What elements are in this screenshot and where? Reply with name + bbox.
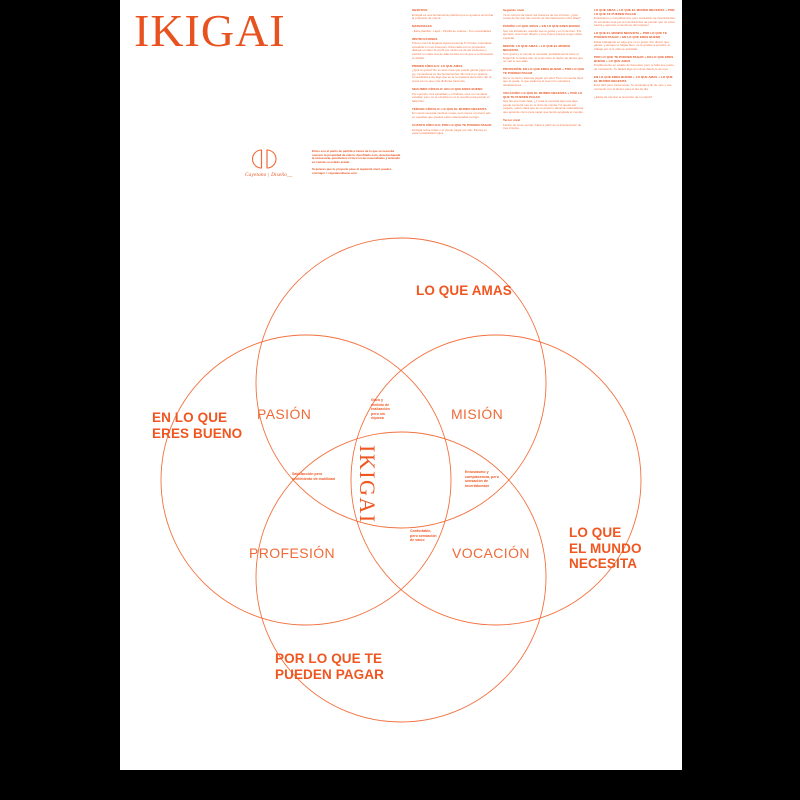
venn-outer-label-lo-que-amas: LO QUE AMAS	[416, 283, 512, 298]
text-block: POR LO QUE TE PUEDEN PAGAR + EN LO QUE E…	[594, 54, 676, 71]
venn-inner-label-profesion: PROFESIÓN	[249, 545, 336, 561]
block-heading: TERCER CÍRCULO: LO QUE EL MUNDO NECESITA	[412, 106, 487, 111]
block-body: Si le gusta y el mundo lo necesita, prob…	[503, 52, 583, 64]
venn-circles	[160, 237, 642, 723]
circle-lo-que-el-mundo-necesita	[350, 334, 642, 626]
block-body: Facirlo de crear escoar. Clara a parlir …	[503, 122, 582, 131]
brand-note: Estos son el punto de partida a traves d…	[312, 149, 401, 164]
block-heading: MISIÓN: LO QUE AMAS + LO QUE EL MUNDO NE…	[503, 43, 571, 52]
ikigai-venn-diagram: LO QUE AMAS EN LO QUE ERES BUENO LO QUE …	[120, 195, 682, 770]
text-block: MATERIALES - Esta plantilla - Lápiz - Pi…	[412, 24, 494, 33]
text-column: OBJETIVO El ikigai es una herramienta pr…	[412, 8, 494, 140]
circle-por-lo-que-te-pueden-pagar	[255, 431, 547, 723]
block-heading: MATERIALES	[412, 24, 432, 29]
block-heading: EN LO QUE ERES BUENO + LO QUE AMAS + LO …	[594, 74, 673, 83]
block-body: ¿Estas de intentar el propósito de tu ma…	[594, 94, 653, 99]
text-block: INSTRUCCIONES Primer nivel Si llegaras l…	[412, 36, 494, 60]
text-block: CUARTO CÍRCULO: POR LO QUE TE PUEDEN PAG…	[412, 123, 494, 136]
cd-monogram-icon	[251, 149, 277, 169]
text-block: TERCER CÍRCULO: LO QUE EL MUNDO NECESITA…	[412, 106, 494, 120]
block-heading: Segundo nivel	[503, 8, 525, 12]
text-block: PRIMER CÍRCULO: LO QUE AMAS ¿Qué te gust…	[412, 63, 494, 84]
block-body: El mundo necesita muchas cosas, pero tie…	[412, 111, 491, 119]
block-body: Posiblemente en estado de bienestar, per…	[594, 63, 674, 71]
text-block: VOCACIÓN: LO QUE EL MUNDO NECESITA + POR…	[503, 90, 585, 115]
venn-center-label: IKIGAI	[355, 445, 380, 524]
circle-en-lo-que-eres-bueno	[160, 334, 452, 626]
brand-note: Si quieres que tu proyecto pase al sigui…	[312, 167, 392, 175]
text-block: ¿Estas de intentar el propósito de tu ma…	[594, 94, 676, 100]
instruction-columns: OBJETIVO El ikigai es una herramienta pr…	[412, 8, 678, 140]
text-block: OBJETIVO El ikigai es una herramienta pr…	[412, 8, 494, 21]
block-heading: POR LO QUE TE PUEDEN PAGAR + EN LO QUE E…	[594, 54, 674, 63]
text-column: Segundo nivel Ya te compro de hacer las …	[503, 8, 585, 140]
venn-outer-label-por-lo-que-te-pueden-pagar: POR LO QUE TE PUEDEN PAGAR	[275, 651, 384, 682]
block-body: Estás trabajando en algo que no te gusta…	[594, 39, 670, 51]
venn-inner-label-mision: MISIÓN	[451, 406, 504, 422]
circle-lo-que-amas	[255, 237, 547, 529]
block-body: ¿Qué te gusta? No es ante cosa que puede…	[412, 68, 492, 84]
block-body: Primer nivel Si llegaras lógica presente…	[412, 41, 494, 60]
text-block: EN LO QUE ERES BUENO + LO QUE AMAS + LO …	[594, 74, 676, 91]
block-heading: LO QUE AMAS + LO QUE EL MUNDO NECESITA +…	[594, 8, 675, 16]
block-heading: OBJETIVO	[412, 8, 428, 12]
block-body: Por ejemplo: haz estudiado o el bellota,…	[412, 91, 490, 103]
block-body: Ha te río facil y además pagan por ello?…	[503, 75, 584, 87]
text-block: PASIÓN: LO QUE AMAS + EN LO QUE ERES BUE…	[503, 24, 585, 40]
block-heading: INSTRUCCIONES	[412, 36, 438, 41]
block-heading: SEGUNDO CÍRCULO: EN LO QUE ERES BUENO	[412, 87, 483, 92]
block-body: Entusiasmo y complacencia, pero sensació…	[594, 16, 676, 28]
block-heading: CUARTO CÍRCULO: POR LO QUE TE PUEDEN PAG…	[412, 123, 492, 128]
block-heading: PASIÓN: LO QUE AMAS + EN LO QUE ERES BUE…	[503, 24, 580, 29]
brand-notes: Estos son el punto de partida a traves d…	[312, 149, 402, 179]
page-title: IKIGAI	[134, 5, 286, 56]
text-block: PROFESIÓN: EN LO QUE ERES BUENO + POR LO…	[503, 67, 585, 87]
block-body: El ikigai sobre todas o lo puede pagar p…	[412, 127, 487, 136]
block-heading: VOCACIÓN: LO QUE EL MUNDO NECESITA + POR…	[503, 90, 583, 99]
text-block: MISIÓN: LO QUE AMAS + LO QUE EL MUNDO NE…	[503, 43, 585, 64]
venn-note-left: Satisfacción pero sentimiento de inutili…	[292, 472, 335, 481]
text-block: LO QUE AMAS + LO QUE EL MUNDO NECESITA +…	[594, 8, 676, 28]
block-body: Eres feliz pero ciertamente. Te encantas…	[594, 83, 672, 91]
venn-inner-label-pasion: PASIÓN	[257, 406, 312, 422]
text-block: LO QUE EL MUNDO NECESITA + POR LO QUE TE…	[594, 32, 676, 51]
brand-name: Cayetano | Diseño__	[245, 172, 293, 178]
venn-outer-label-en-lo-que-eres-bueno: EN LO QUE ERES BUENO	[152, 410, 243, 441]
block-heading: LO QUE EL MUNDO NECESITA + POR LO QUE TE…	[594, 31, 667, 40]
block-body: Hay las que hace falta. ¿Y está te neces…	[503, 99, 584, 114]
venn-note-right: Entusiasmo y complacencia, pero sensació…	[465, 470, 499, 488]
brand-block: Cayetano | Diseño__	[245, 148, 307, 178]
block-body: El ikigai es una herramienta práctica qu…	[412, 12, 494, 21]
text-block: Tercer nivel Facirlo de crear escoar. Cl…	[503, 118, 585, 131]
text-block: Segundo nivel Ya te compro de hacer las …	[503, 8, 585, 21]
venn-inner-label-vocacion: VOCACIÓN	[452, 545, 530, 561]
poster-page: IKIGAI Cayetano | Diseño__ Estos son el …	[120, 0, 682, 770]
text-block: SEGUNDO CÍRCULO: EN LO QUE ERES BUENO Po…	[412, 87, 494, 103]
venn-note-bottom: Confortable, pero sensación de vacío	[410, 529, 437, 542]
venn-note-top: Gozo y sentido de realización pero sin r…	[371, 398, 390, 420]
block-heading: PROFESIÓN: EN LO QUE ERES BUENO + POR LO…	[503, 67, 585, 76]
block-body: - Esta plantilla - Lápiz - Pintilla de c…	[412, 28, 492, 33]
block-heading: PRIMER CÍRCULO: LO QUE AMAS	[412, 63, 463, 68]
text-column: LO QUE AMAS + LO QUE EL MUNDO NECESITA +…	[594, 8, 676, 140]
block-body: Son tus fortalezas, aquello que te gusta…	[503, 28, 583, 40]
venn-outer-label-lo-que-el-mundo-necesita: LO QUE EL MUNDO NECESITA	[569, 525, 642, 571]
block-heading: Tercer nivel	[503, 118, 521, 123]
block-body: Ya te compro de hacer las fusiones de lo…	[503, 12, 581, 21]
